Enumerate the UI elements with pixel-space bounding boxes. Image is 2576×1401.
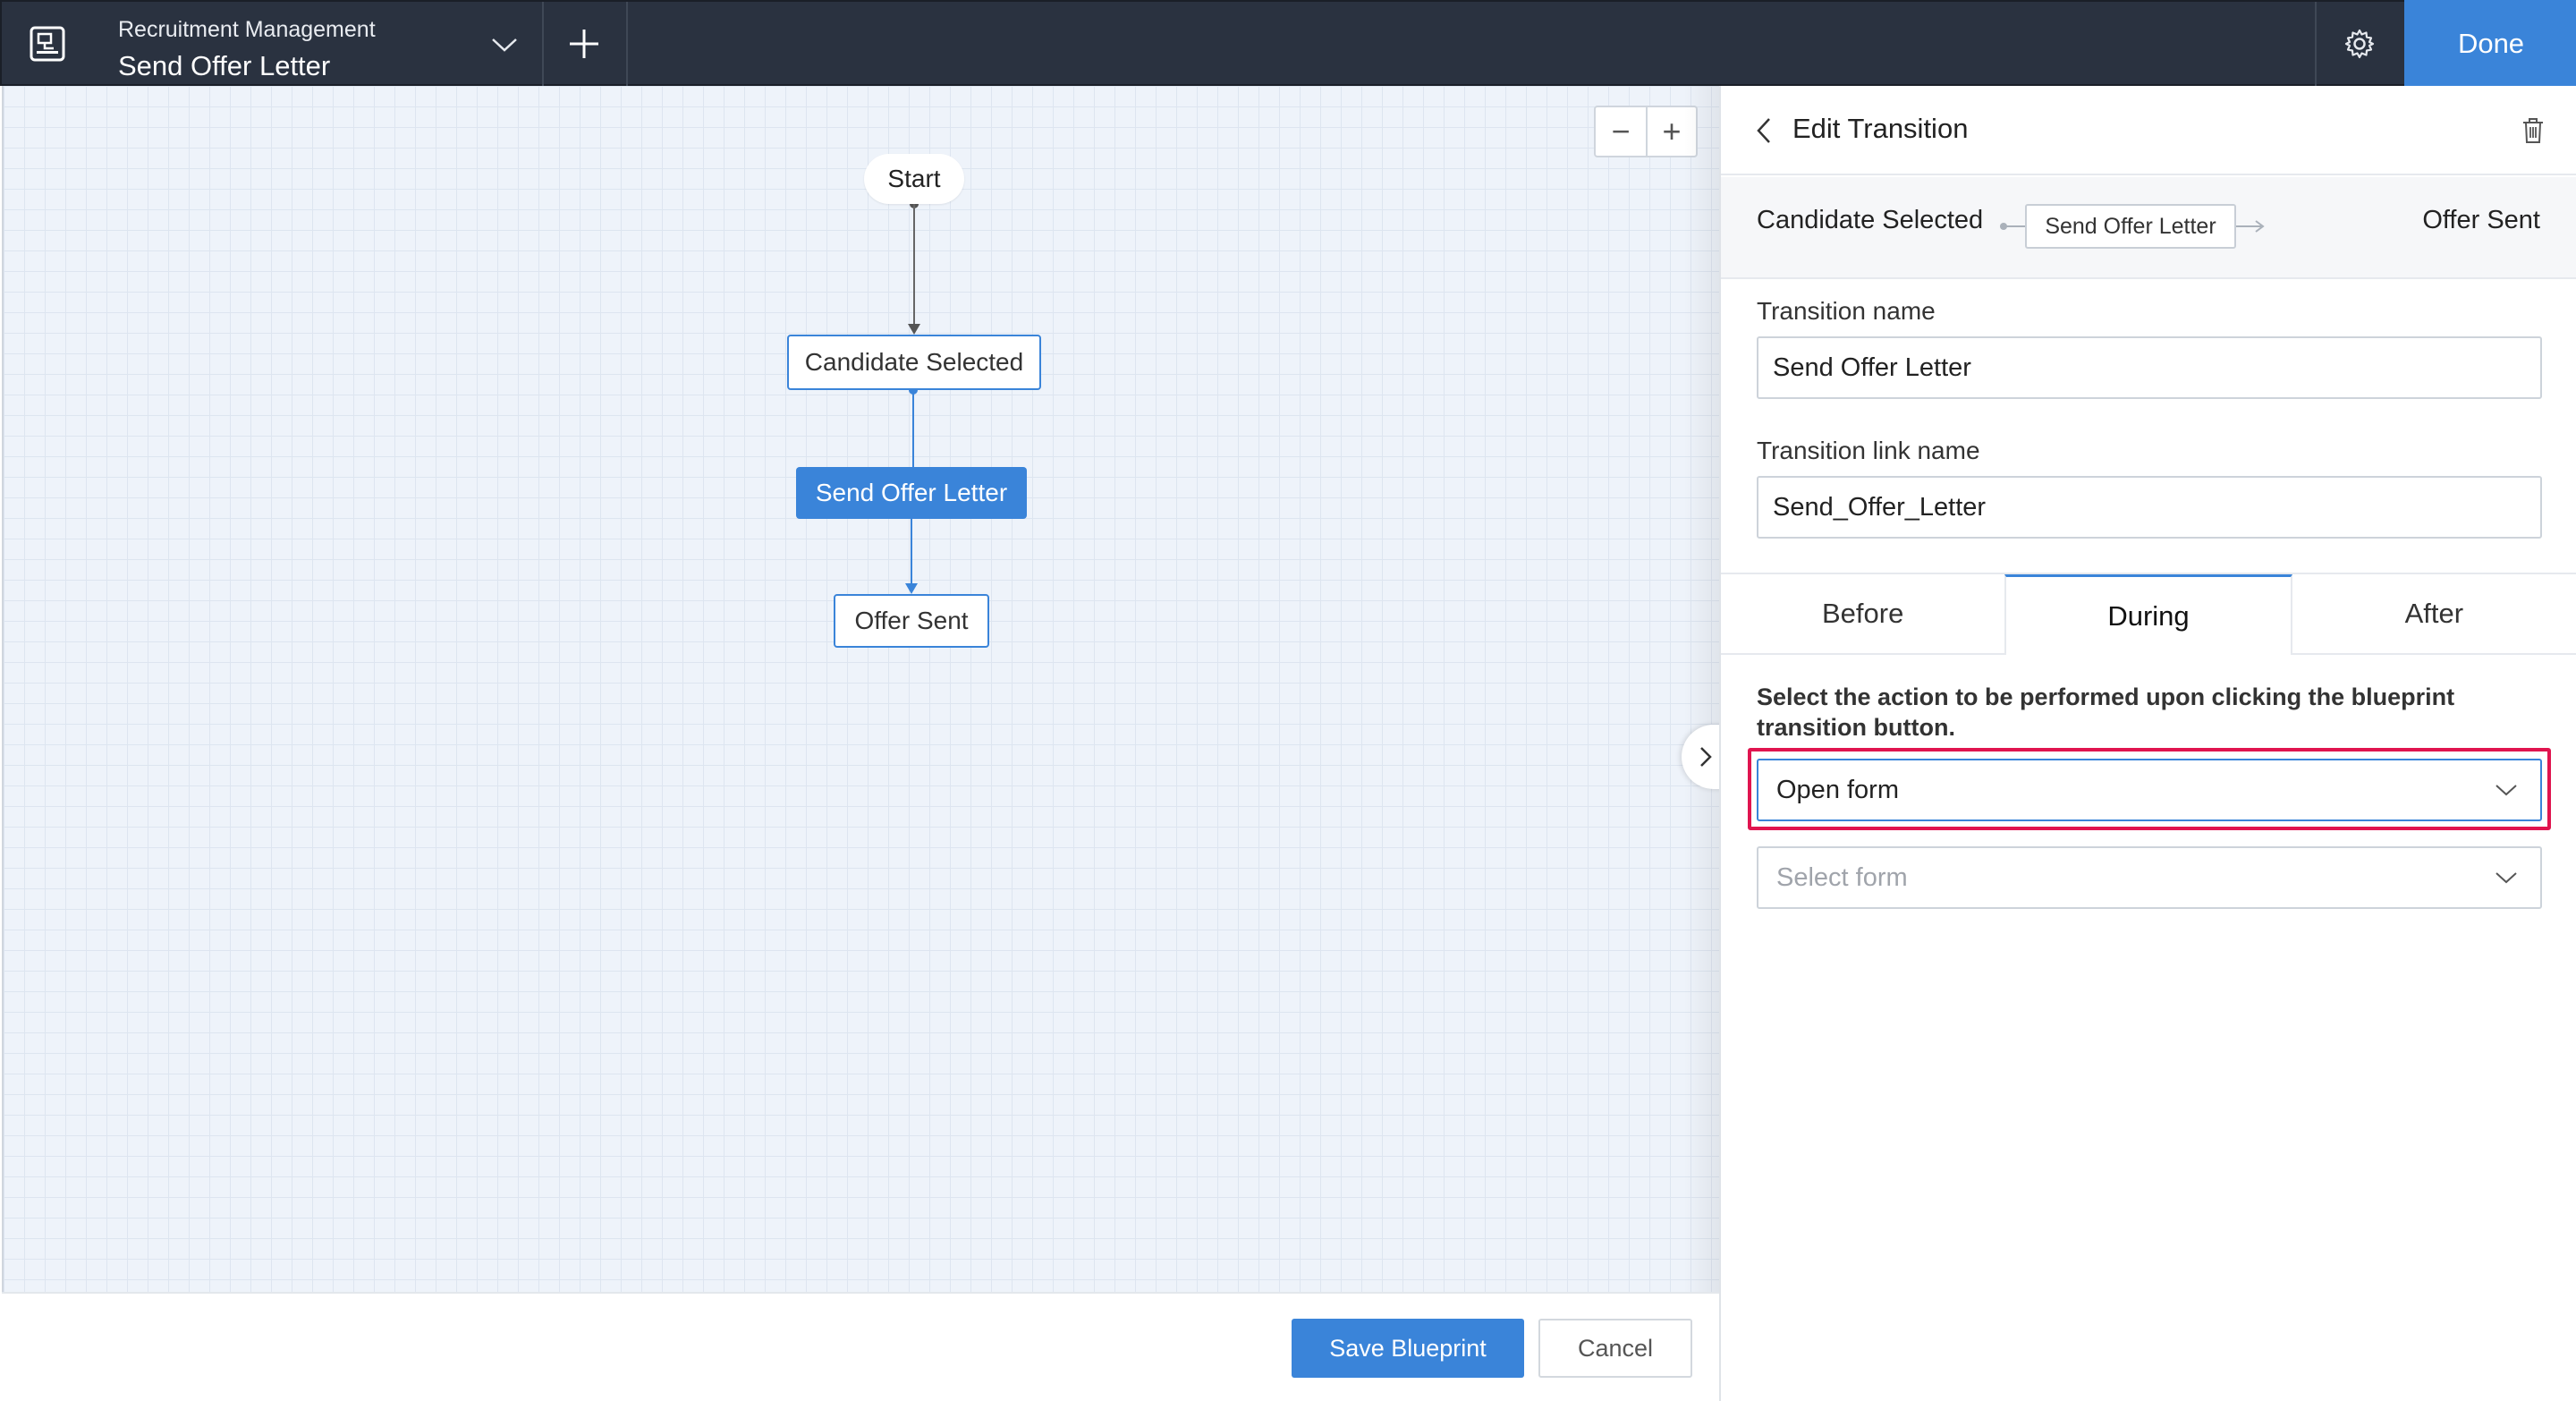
transition-flow-summary: Candidate Selected Send Offer Letter Off… [1721, 177, 2576, 279]
flow-from-state: Candidate Selected [1757, 206, 1984, 234]
divider [2315, 2, 2317, 86]
flow-to-state: Offer Sent [2422, 206, 2540, 234]
plus-icon [570, 30, 598, 58]
panel-title: Edit Transition [1792, 113, 1969, 144]
tab-before[interactable]: Before [1821, 598, 1904, 629]
tab-during[interactable]: During [2004, 574, 2292, 655]
back-arrow-icon[interactable] [1746, 113, 1782, 149]
gear-icon [2344, 29, 2375, 59]
trash-icon[interactable] [2515, 113, 2551, 149]
action-select[interactable]: Open form [1757, 759, 2542, 821]
transition-link-input[interactable] [1757, 476, 2542, 539]
transition-name-label: Transition name [1757, 297, 1936, 325]
collapse-chevron-icon [1700, 747, 1712, 767]
state-node-offer-sent[interactable]: Offer Sent [834, 594, 989, 648]
transition-node-send-offer-letter[interactable]: Send Offer Letter [796, 467, 1027, 519]
state-node-candidate-selected[interactable]: Candidate Selected [787, 335, 1041, 390]
settings-button[interactable] [2317, 2, 2402, 86]
app-name: Recruitment Management [118, 17, 376, 42]
divider [626, 2, 628, 86]
save-blueprint-button[interactable]: Save Blueprint [1292, 1319, 1524, 1378]
zoom-controls: − + [1594, 106, 1698, 157]
add-blueprint-button[interactable] [544, 2, 624, 86]
action-select-value: Open form [1776, 775, 1899, 804]
blueprint-name: Send Offer Letter [118, 50, 331, 81]
done-button[interactable]: Done [2404, 0, 2576, 88]
transition-tabs: Before During After [1721, 573, 2576, 655]
chevron-down-icon [2490, 862, 2522, 894]
chevron-down-icon [2490, 774, 2522, 806]
action-description: Select the action to be performed upon c… [1757, 684, 2455, 741]
divider [542, 2, 544, 86]
form-select[interactable]: Select form [1757, 846, 2542, 909]
chevron-down-icon[interactable] [483, 23, 526, 66]
tab-after[interactable]: After [2404, 598, 2464, 629]
zoom-in-button[interactable]: + [1645, 107, 1696, 156]
blueprint-canvas[interactable] [2, 86, 1719, 1292]
edit-transition-panel: Edit Transition Candidate Selected Send … [1719, 86, 2576, 1401]
flow-transition-label: Send Offer Letter [2025, 204, 2236, 249]
zoom-out-button[interactable]: − [1611, 113, 1631, 149]
panel-header: Edit Transition [1721, 86, 2576, 175]
flow-summary-connector [2000, 220, 2265, 233]
top-bar: Recruitment Management Send Offer Letter… [0, 0, 2576, 88]
app-icon[interactable] [2, 2, 93, 86]
form-select-placeholder: Select form [1776, 862, 1908, 892]
blueprint-title-block: Recruitment Management Send Offer Letter [118, 16, 376, 84]
transition-link-label: Transition link name [1757, 437, 1980, 464]
cancel-button[interactable]: Cancel [1538, 1319, 1692, 1378]
start-node[interactable]: Start [864, 154, 964, 204]
transition-name-input[interactable] [1757, 336, 2542, 399]
